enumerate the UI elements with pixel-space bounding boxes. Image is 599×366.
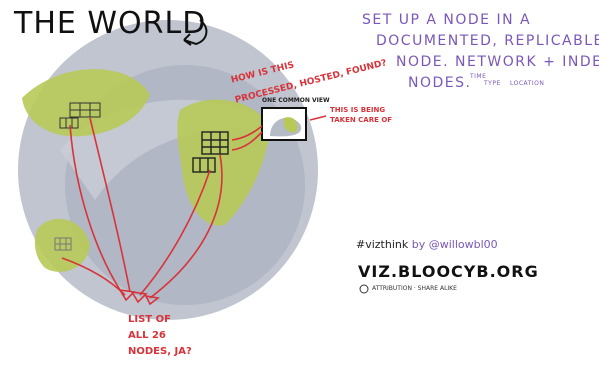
- task-line-2: DOCUMENTED, REPLICABLE: [376, 33, 599, 49]
- credit-hashtag: #vizthink: [356, 238, 408, 251]
- tag-location: LOCATION: [510, 80, 544, 87]
- tag-time: TIME: [470, 73, 486, 80]
- cc-icon: [360, 285, 368, 293]
- credit-handle: @willowbl00: [429, 238, 498, 251]
- credit-by: by: [412, 238, 426, 251]
- view-label: ONE COMMON VIEW: [262, 97, 330, 104]
- list-line-2: ALL 26: [128, 330, 166, 341]
- care-line-1: THIS IS BEING: [330, 106, 385, 114]
- credit-url: VIZ.BLOOCYB.ORG: [358, 262, 539, 281]
- care-line-2: TAKEN CARE OF: [330, 116, 392, 124]
- credit-license: ATTRIBUTION · SHARE ALIKE: [372, 285, 457, 292]
- tag-type: TYPE: [484, 80, 501, 87]
- task-line-1: SET UP A NODE IN A: [362, 12, 531, 28]
- task-line-4: NODES.: [408, 75, 471, 91]
- task-line-3: NODE. NETWORK + INDEX: [396, 54, 599, 70]
- list-line-1: LIST OF: [128, 314, 171, 325]
- page-title: THE WORLD: [14, 6, 206, 41]
- list-line-3: NODES, JA?: [128, 346, 192, 357]
- credit-line: #vizthink by @willowbl00: [356, 238, 498, 251]
